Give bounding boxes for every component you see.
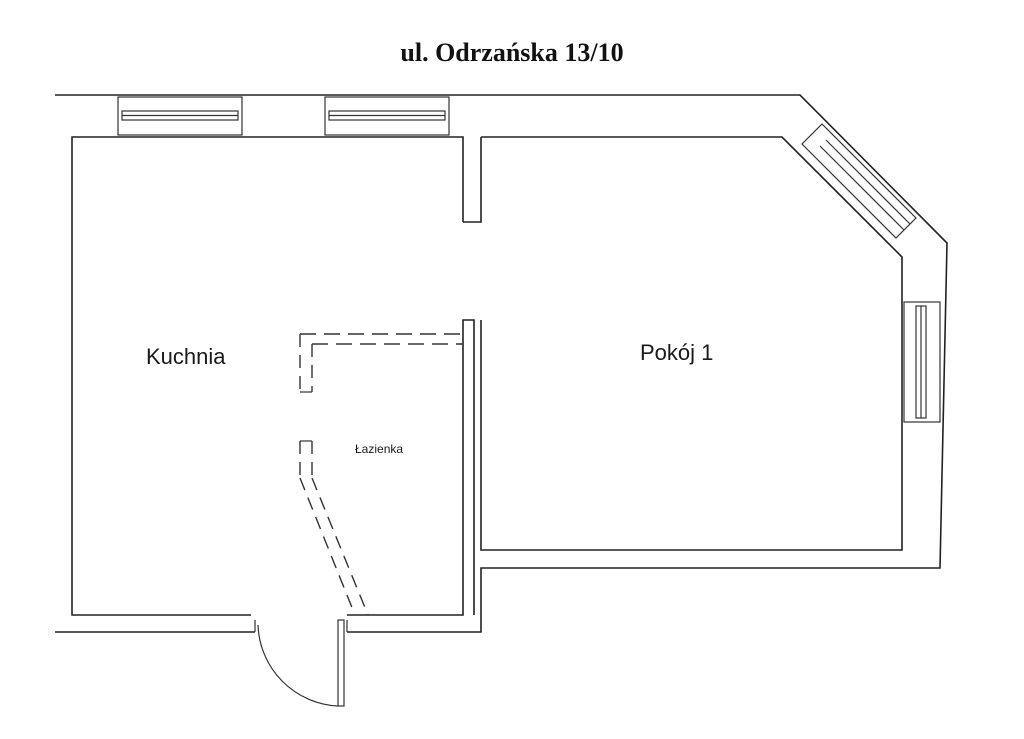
kitchen-inner-wall [71, 136, 475, 616]
window-top-right [324, 96, 450, 136]
room-label-room1: Pokój 1 [640, 340, 713, 365]
entrance-door[interactable] [254, 619, 348, 707]
room1-inner-wall [480, 136, 903, 551]
outer-wall [55, 94, 948, 633]
room-label-bathroom: Łazienka [355, 442, 403, 456]
window-top-left [117, 96, 243, 136]
window-right [903, 301, 941, 423]
page-title: ul. Odrzańska 13/10 [400, 38, 624, 67]
bathroom-dashed-walls [299, 333, 463, 616]
partition-stub [463, 137, 482, 223]
room-label-kitchen: Kuchnia [146, 344, 226, 369]
window-diagonal [801, 123, 917, 239]
